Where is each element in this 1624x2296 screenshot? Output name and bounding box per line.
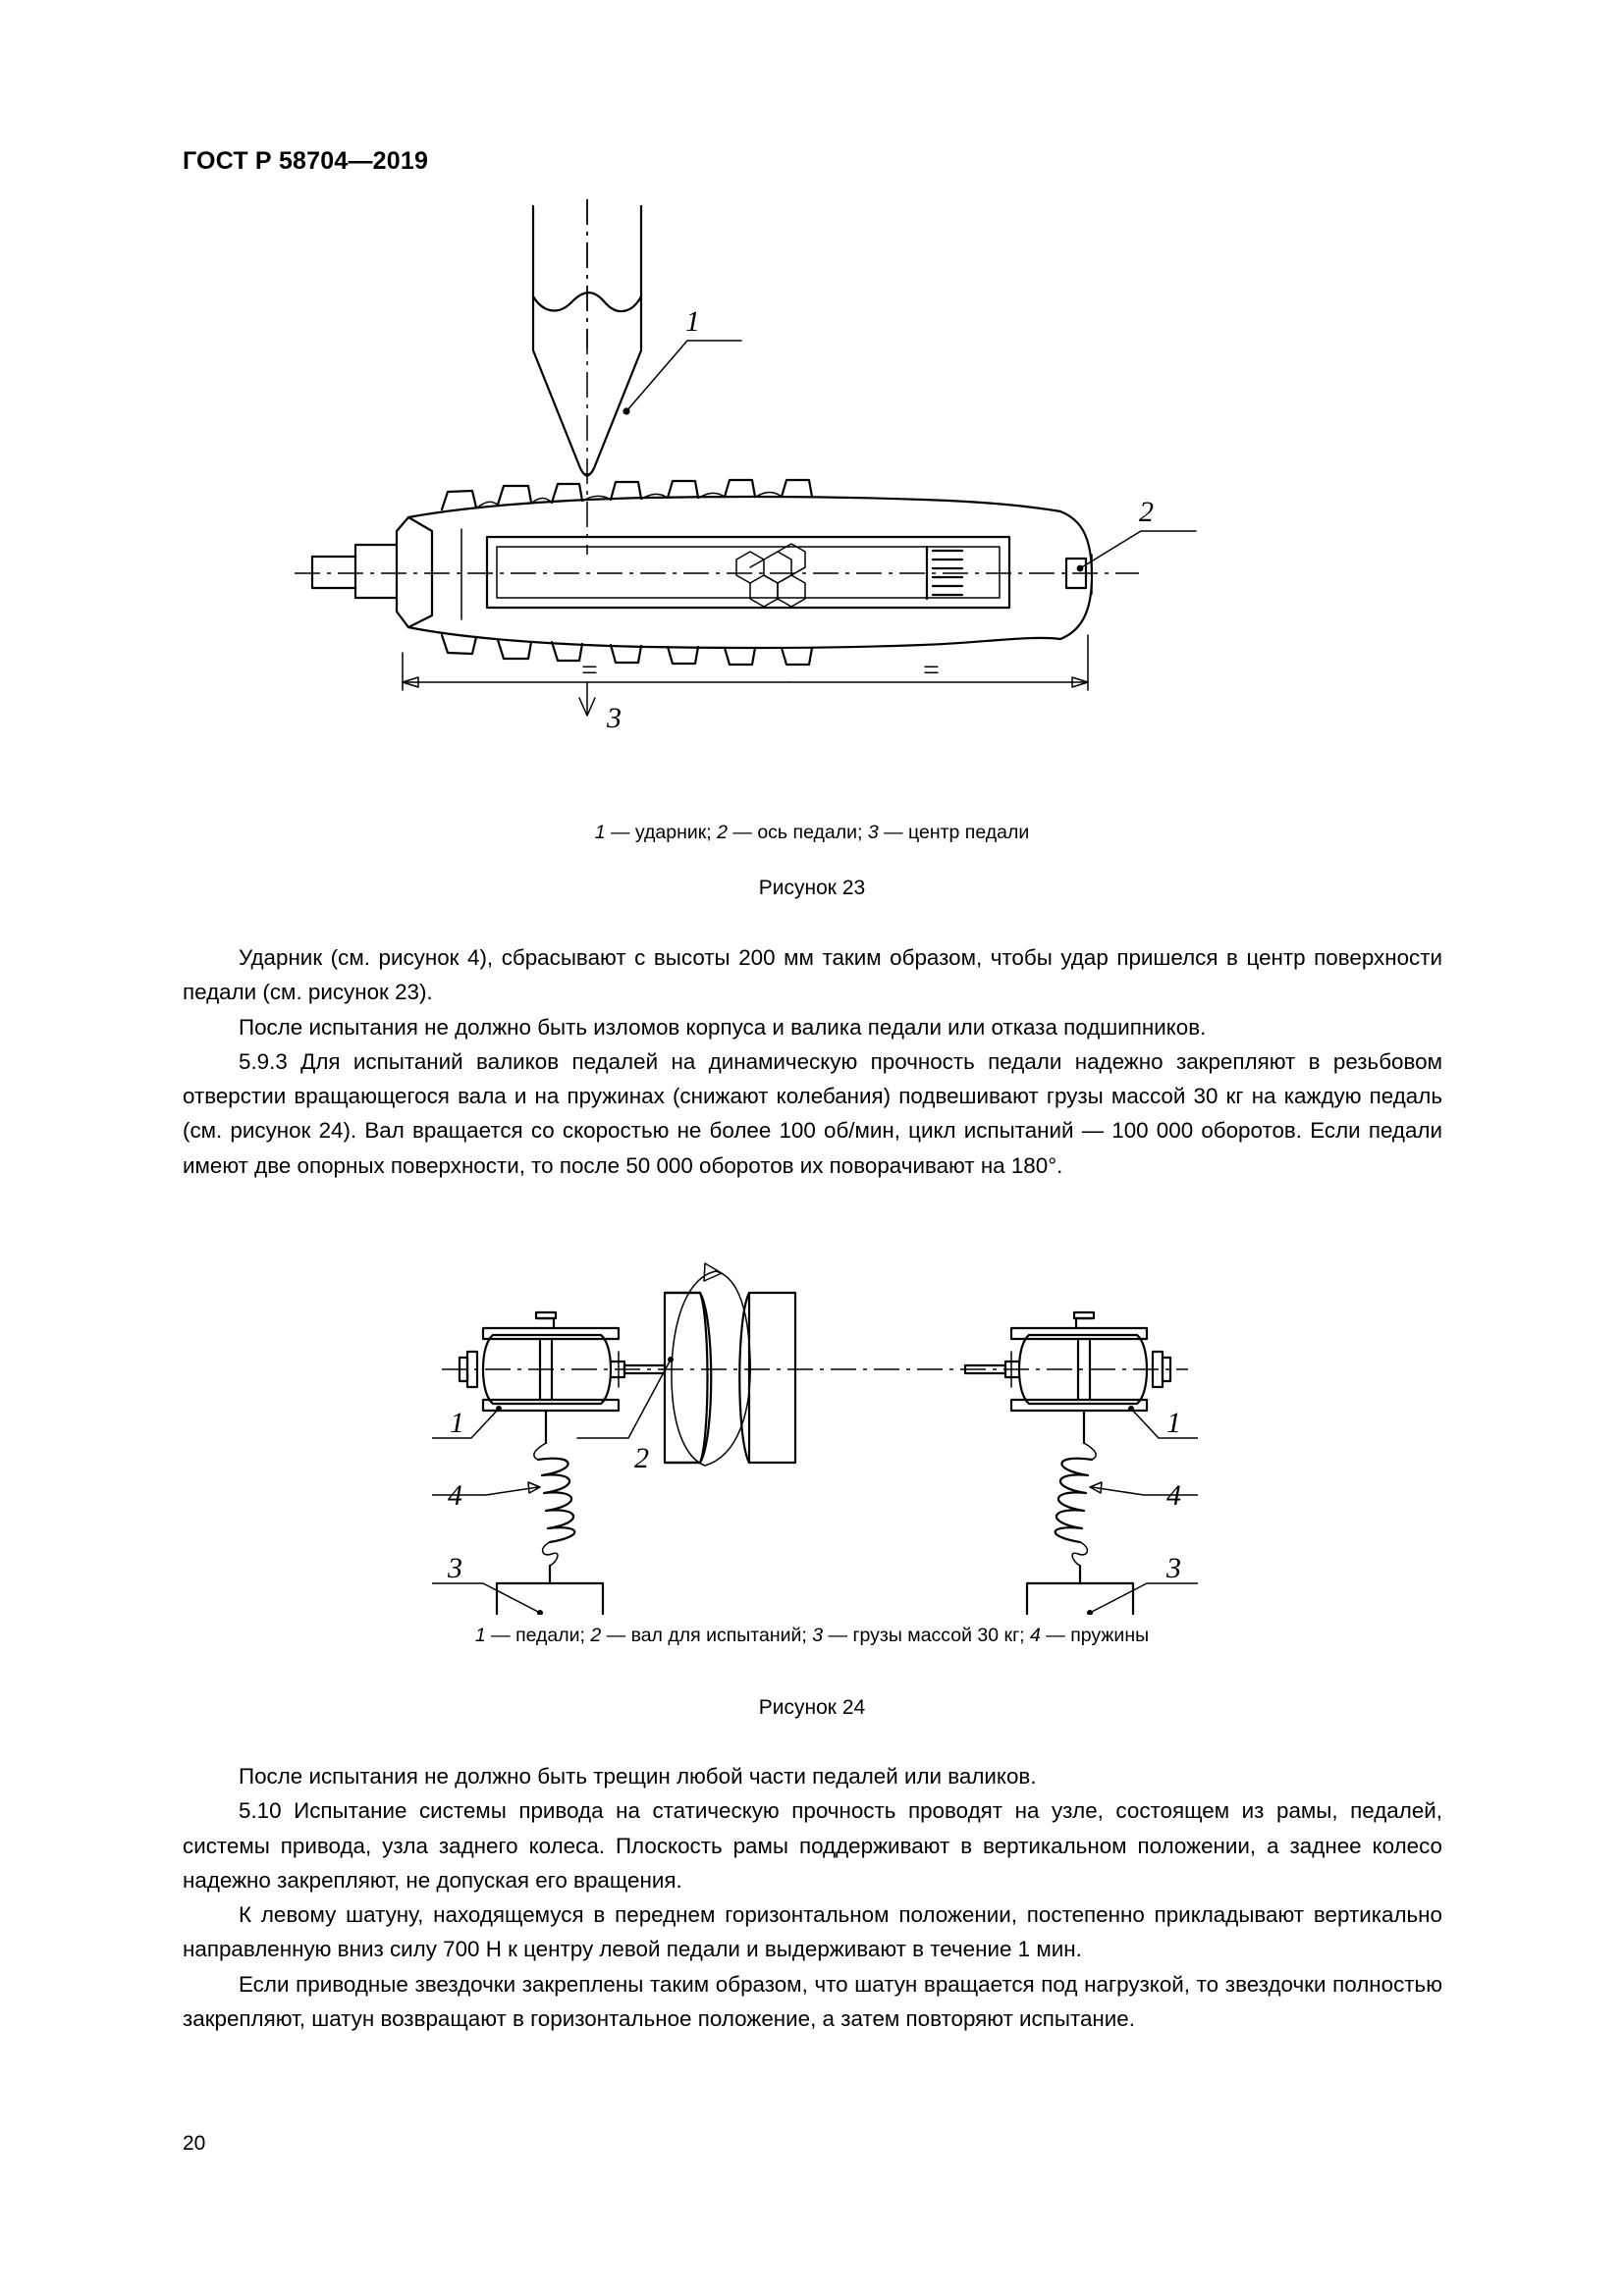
- svg-text:=: =: [923, 654, 940, 686]
- figure-23-drawing: 1: [295, 191, 1335, 810]
- svg-text:4: 4: [1166, 1479, 1181, 1512]
- legend-text: — ударник;: [605, 822, 718, 843]
- standard-header: ГОСТ Р 58704—2019: [183, 147, 429, 175]
- svg-text:3: 3: [1165, 1552, 1181, 1584]
- body-text-block-lower: После испытания не должно быть трещин лю…: [183, 1759, 1442, 2036]
- legend-num: 1: [594, 822, 606, 843]
- figure-24-legend: 1 — педали; 2 — вал для испытаний; 3 — г…: [0, 1625, 1624, 1647]
- legend-text: — грузы массой 30 кг;: [823, 1625, 1031, 1646]
- svg-text:2: 2: [634, 1442, 649, 1474]
- legend-num: 2: [590, 1625, 602, 1646]
- paragraph-5: 5.10 Испытание системы привода на статич…: [183, 1798, 1442, 1893]
- legend-num: 3: [812, 1625, 824, 1646]
- paragraph-3: 5.9.3 Для испытаний валиков педалей на д…: [183, 1048, 1442, 1178]
- legend-num: 4: [1030, 1625, 1041, 1646]
- legend-text: — вал для испытаний;: [601, 1625, 813, 1646]
- svg-text:2: 2: [1139, 496, 1154, 528]
- paragraph-1: Ударник (см. рисунок 4), сбрасывают с вы…: [183, 945, 1442, 1005]
- svg-text:3: 3: [447, 1552, 462, 1584]
- paragraph-7: Если приводные звездочки закреплены таки…: [183, 1971, 1442, 2032]
- legend-text: — педали;: [485, 1625, 591, 1646]
- paragraph-6: К левому шатуну, находящемуся в переднем…: [183, 1902, 1442, 1962]
- figure-23-caption: Рисунок 23: [758, 877, 866, 899]
- svg-text:1: 1: [450, 1407, 464, 1439]
- body-text-block-upper: Ударник (см. рисунок 4), сбрасывают с вы…: [183, 940, 1442, 1183]
- svg-text:4: 4: [448, 1479, 462, 1512]
- paragraph-2: После испытания не должно быть изломов к…: [239, 1014, 1207, 1040]
- legend-num: 3: [867, 822, 879, 843]
- svg-text:=: =: [581, 654, 598, 686]
- legend-text: — пружины: [1040, 1625, 1150, 1646]
- paragraph-4: После испытания не должно быть трещин лю…: [239, 1764, 1037, 1789]
- figure-23-legend: 1 — ударник; 2 — ось педали; 3 — центр п…: [0, 822, 1624, 844]
- legend-num: 2: [717, 822, 728, 843]
- page-number: 20: [183, 2132, 206, 2155]
- legend-num: 1: [474, 1625, 486, 1646]
- svg-text:1: 1: [685, 305, 700, 338]
- figure-24-drawing: 1 4 3: [432, 1242, 1198, 1615]
- svg-text:3: 3: [606, 702, 622, 734]
- svg-text:1: 1: [1166, 1407, 1181, 1439]
- legend-text: — центр педали: [878, 822, 1030, 843]
- figure-24-caption: Рисунок 24: [758, 1696, 866, 1719]
- legend-text: — ось педали;: [728, 822, 868, 843]
